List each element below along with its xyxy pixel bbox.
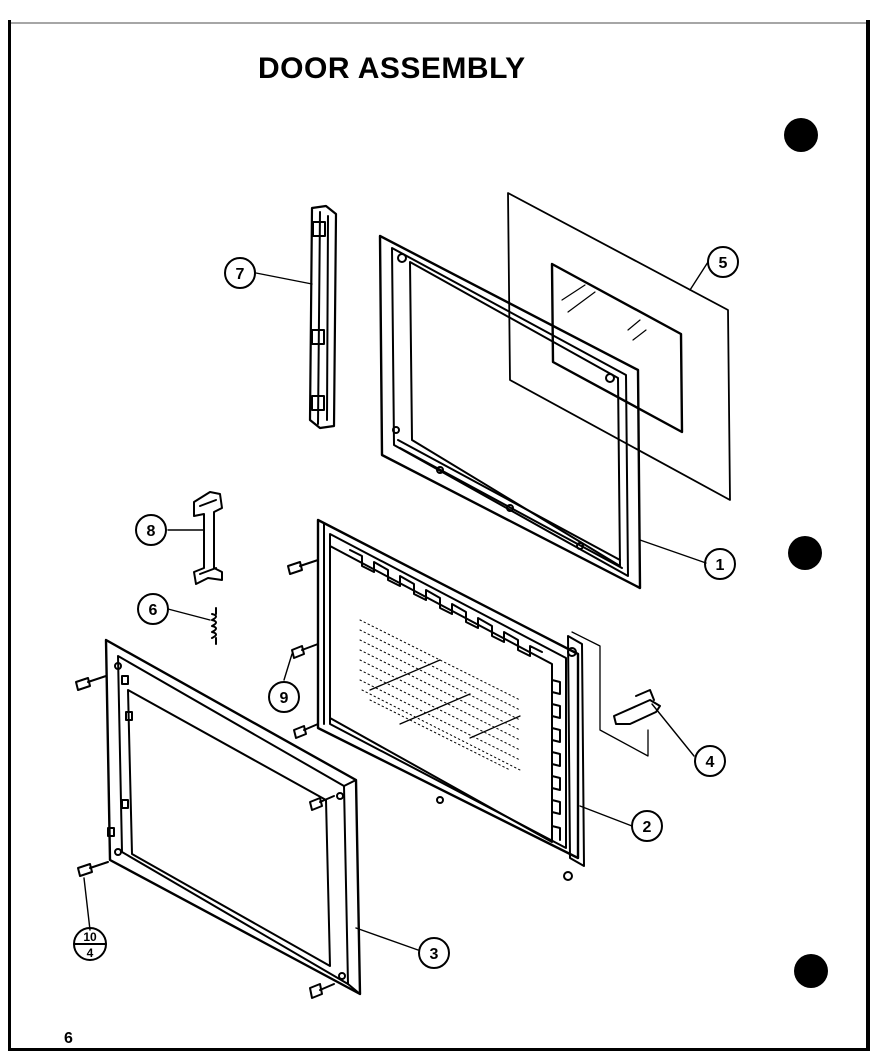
part-10-screws	[75, 675, 335, 999]
callout-10-top: 10	[83, 930, 97, 944]
part-4-hinge-assembly	[571, 631, 661, 757]
binder-hole-top	[784, 118, 818, 152]
sheet-border-bottom	[8, 1048, 870, 1051]
sheet-border-left	[8, 20, 11, 1050]
part-8-latch-bracket	[193, 491, 223, 585]
part-3-outer-door-panel	[104, 638, 362, 996]
callout-circles	[73, 246, 739, 969]
page-title: DOOR ASSEMBLY	[258, 52, 526, 85]
callout-6: 6	[149, 602, 158, 619]
part-6-spring	[211, 607, 217, 645]
binder-hole-bottom	[794, 954, 828, 988]
callout-4: 4	[706, 754, 715, 771]
callout-1: 1	[716, 557, 725, 574]
part-2-inner-panel	[316, 518, 585, 881]
leader-lines	[83, 261, 709, 951]
callout-9: 9	[280, 690, 289, 707]
callout-3: 3	[430, 946, 439, 963]
callout-10-bottom: 4	[87, 946, 94, 960]
part-9-screws	[287, 559, 319, 739]
sheet-border-right	[866, 20, 870, 1050]
callout-7: 7	[236, 266, 245, 283]
sheet-border-top	[8, 22, 868, 24]
callout-8: 8	[147, 523, 156, 540]
part-1-door-frame	[378, 234, 642, 590]
part-7-handle	[308, 204, 338, 430]
page-number: 6	[64, 1030, 73, 1047]
binder-hole-middle	[788, 536, 822, 570]
callout-5: 5	[719, 255, 728, 272]
callout-2: 2	[643, 819, 652, 836]
